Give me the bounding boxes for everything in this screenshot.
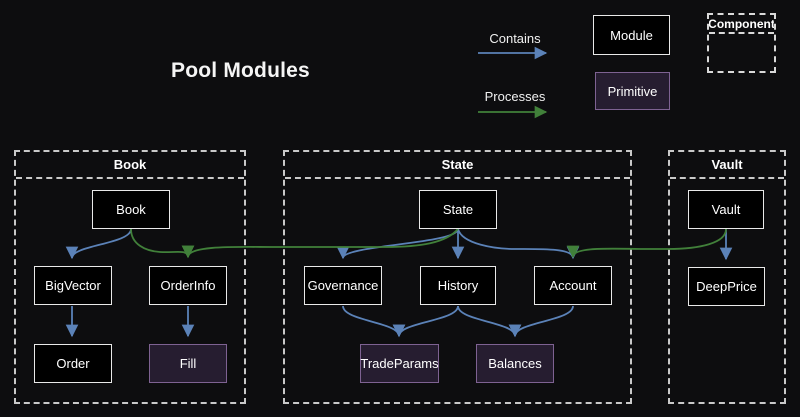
node-orderinfo: OrderInfo [149, 266, 227, 305]
node-order: Order [34, 344, 112, 383]
legend-component-label: Component [709, 15, 774, 34]
node-deepprice: DeepPrice [688, 267, 765, 306]
node-vault: Vault [688, 190, 764, 229]
legend-component-box: Component [707, 13, 776, 73]
node-tradeparams: TradeParams [360, 344, 439, 383]
node-account: Account [534, 266, 612, 305]
cluster-vault-title: Vault [670, 152, 784, 179]
legend-module-label: Module [610, 27, 653, 43]
cluster-book: Book [14, 150, 246, 404]
node-history: History [420, 266, 496, 305]
legend-primitive-label: Primitive [607, 83, 658, 99]
node-governance: Governance [304, 266, 382, 305]
node-fill: Fill [149, 344, 227, 383]
legend-module-box: Module [593, 15, 670, 55]
node-bigvector: BigVector [34, 266, 112, 305]
node-book: Book [92, 190, 170, 229]
legend-contains-label: Contains [489, 31, 541, 46]
cluster-state: State [283, 150, 632, 404]
page-title: Pool Modules [171, 59, 310, 82]
cluster-state-title: State [285, 152, 630, 179]
node-state: State [419, 190, 497, 229]
cluster-vault: Vault [668, 150, 786, 404]
legend-processes-label: Processes [484, 89, 546, 104]
cluster-book-title: Book [16, 152, 244, 179]
legend-primitive-box: Primitive [595, 72, 670, 110]
node-balances: Balances [476, 344, 554, 383]
